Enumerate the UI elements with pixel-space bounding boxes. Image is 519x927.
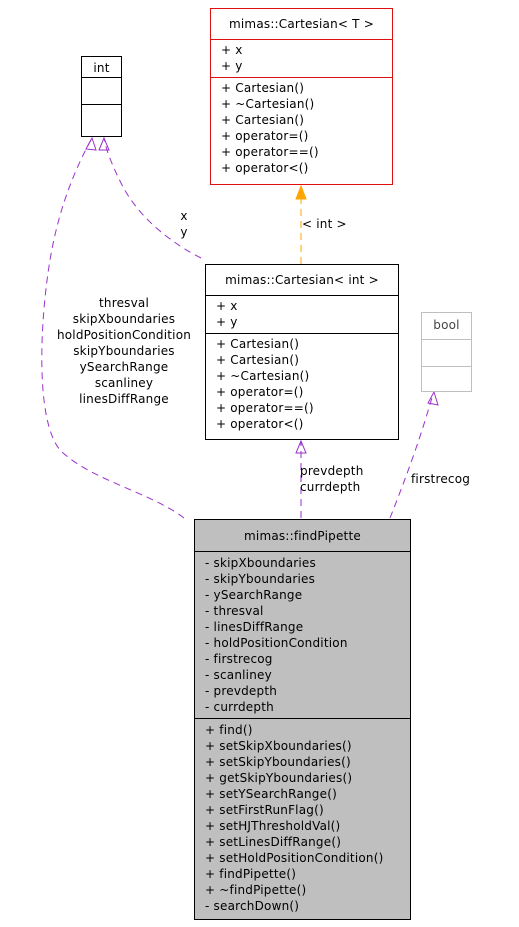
class-method: + setHJThresholdVal() [205,819,341,833]
class-method: + getSkipYboundaries() [205,771,353,785]
class-cartesian-int-title: mimas::Cartesian< int > [225,273,379,287]
edge-label-member: skipYboundaries [73,344,175,358]
class-method: + Cartesian() [221,81,305,95]
class-attribute: - prevdepth [205,684,278,698]
class-method: + operator=() [216,385,304,399]
class-method: + operator=() [221,129,309,143]
class-method: + setSkipXboundaries() [205,739,352,753]
edge-label-member: firstrecog [411,472,471,486]
class-find-pipette-title: mimas::findPipette [244,529,361,543]
class-bool-title-section: bool [422,313,471,339]
class-attribute: - skipXboundaries [205,556,316,570]
edge-label-member: holdPositionCondition [56,328,192,342]
class-int[interactable]: int [81,56,122,137]
class-cartesian-template[interactable]: mimas::Cartesian< T > + x+ y + Cartesian… [210,8,393,185]
arrowhead-int-from-find-pipette [85,136,97,151]
class-method: - searchDown() [205,899,300,913]
class-attribute: - linesDiffRange [205,620,304,634]
class-int-title: int [93,61,110,75]
edge-label-member: scanliney [94,376,154,390]
class-method: + setLinesDiffRange() [205,835,342,849]
edge-int-to-find-pipette [41,137,185,519]
class-bool-title: bool [433,318,460,332]
class-int-method-section [82,104,121,131]
class-method: + operator==() [221,145,319,159]
class-find-pipette-title-section: mimas::findPipette [195,520,410,551]
class-cartesian-int[interactable]: mimas::Cartesian< int > + x+ y + Cartesi… [205,264,399,440]
class-attribute: - firstrecog [205,652,273,666]
class-method: + operator==() [216,401,314,415]
edge-int-to-cartesian-int [103,137,202,259]
class-method: + Cartesian() [216,353,300,367]
class-method: + setSkipYboundaries() [205,755,351,769]
class-cartesian-int-attributes: + x + y [206,295,398,333]
class-bool[interactable]: bool [421,312,472,392]
class-method: + operator<() [221,161,309,175]
class-method: + ~Cartesian() [216,369,310,383]
class-method: + setFirstRunFlag() [205,803,324,817]
class-attribute: + x [216,299,238,313]
arrowhead-template [295,184,307,200]
class-attribute: + y [216,315,238,329]
class-method: + findPipette() [205,867,297,881]
class-method: + ~findPipette() [205,883,307,897]
class-cartesian-template-title: mimas::Cartesian< T > [229,17,374,31]
class-find-pipette[interactable]: mimas::findPipette - skipXboundaries- sk… [194,519,411,920]
class-method: + find() [205,723,253,737]
class-method: + ~Cartesian() [221,97,315,111]
edge-label-int-members: thresval skipXboundaries holdPositionCondi… [44,295,204,407]
class-cartesian-template-attributes: + x + y [211,39,392,77]
class-cartesian-int-methods: + Cartesian() + Cartesian() + ~Cartesian()… [206,333,398,435]
edge-label-template-arg: < int > [302,217,347,231]
class-int-title-section: int [82,57,121,77]
class-attribute: + x [221,43,243,57]
edge-label-member: prevdepth [300,464,364,478]
edge-label-depth-members: prevdepth currdepth [300,463,364,495]
edge-label-member: y [180,225,188,239]
edge-label-member: linesDiffRange [79,392,169,406]
class-find-pipette-methods: + find() + setSkipXboundaries() + setSkipY… [195,718,410,917]
edge-label-member: thresval [98,296,149,310]
class-attribute: - currdepth [205,700,274,714]
class-cartesian-template-title-section: mimas::Cartesian< T > [211,9,392,39]
arrowhead-bool-from-find-pipette [427,390,439,406]
class-method: + setYSearchRange() [205,787,337,801]
class-bool-attribute-section [422,339,471,366]
class-attribute: + y [221,59,243,73]
edge-label-member: ySearchRange [79,360,169,374]
class-cartesian-int-title-section: mimas::Cartesian< int > [206,265,398,295]
edge-label-member: skipXboundaries [72,312,176,326]
class-attribute: - thresval [205,604,264,618]
class-method: + setHoldPositionCondition() [205,851,384,865]
class-int-attribute-section [82,77,121,104]
arrowhead-int-from-cartesian-int [98,136,110,151]
class-cartesian-template-methods: + Cartesian() + ~Cartesian() + Cartesian()… [211,77,392,179]
class-method: + Cartesian() [221,113,305,127]
class-method: + Cartesian() [216,337,300,351]
edge-label-member: x [180,209,188,223]
class-attribute: - scanliney [205,668,272,682]
class-attribute: - ySearchRange [205,588,303,602]
edge-label-firstrecog: firstrecog [411,471,470,487]
class-method: + operator<() [216,417,304,431]
class-attribute: - skipYboundaries [205,572,316,586]
class-attribute: - holdPositionCondition [205,636,348,650]
edge-bool-to-find-pipette [389,393,434,519]
class-find-pipette-attributes: - skipXboundaries - skipYboundaries - ySea… [195,551,410,718]
edge-label-member: currdepth [300,480,361,494]
class-bool-method-section [422,366,471,393]
arrowhead-cartesian-int-from-find-pipette [295,439,307,454]
